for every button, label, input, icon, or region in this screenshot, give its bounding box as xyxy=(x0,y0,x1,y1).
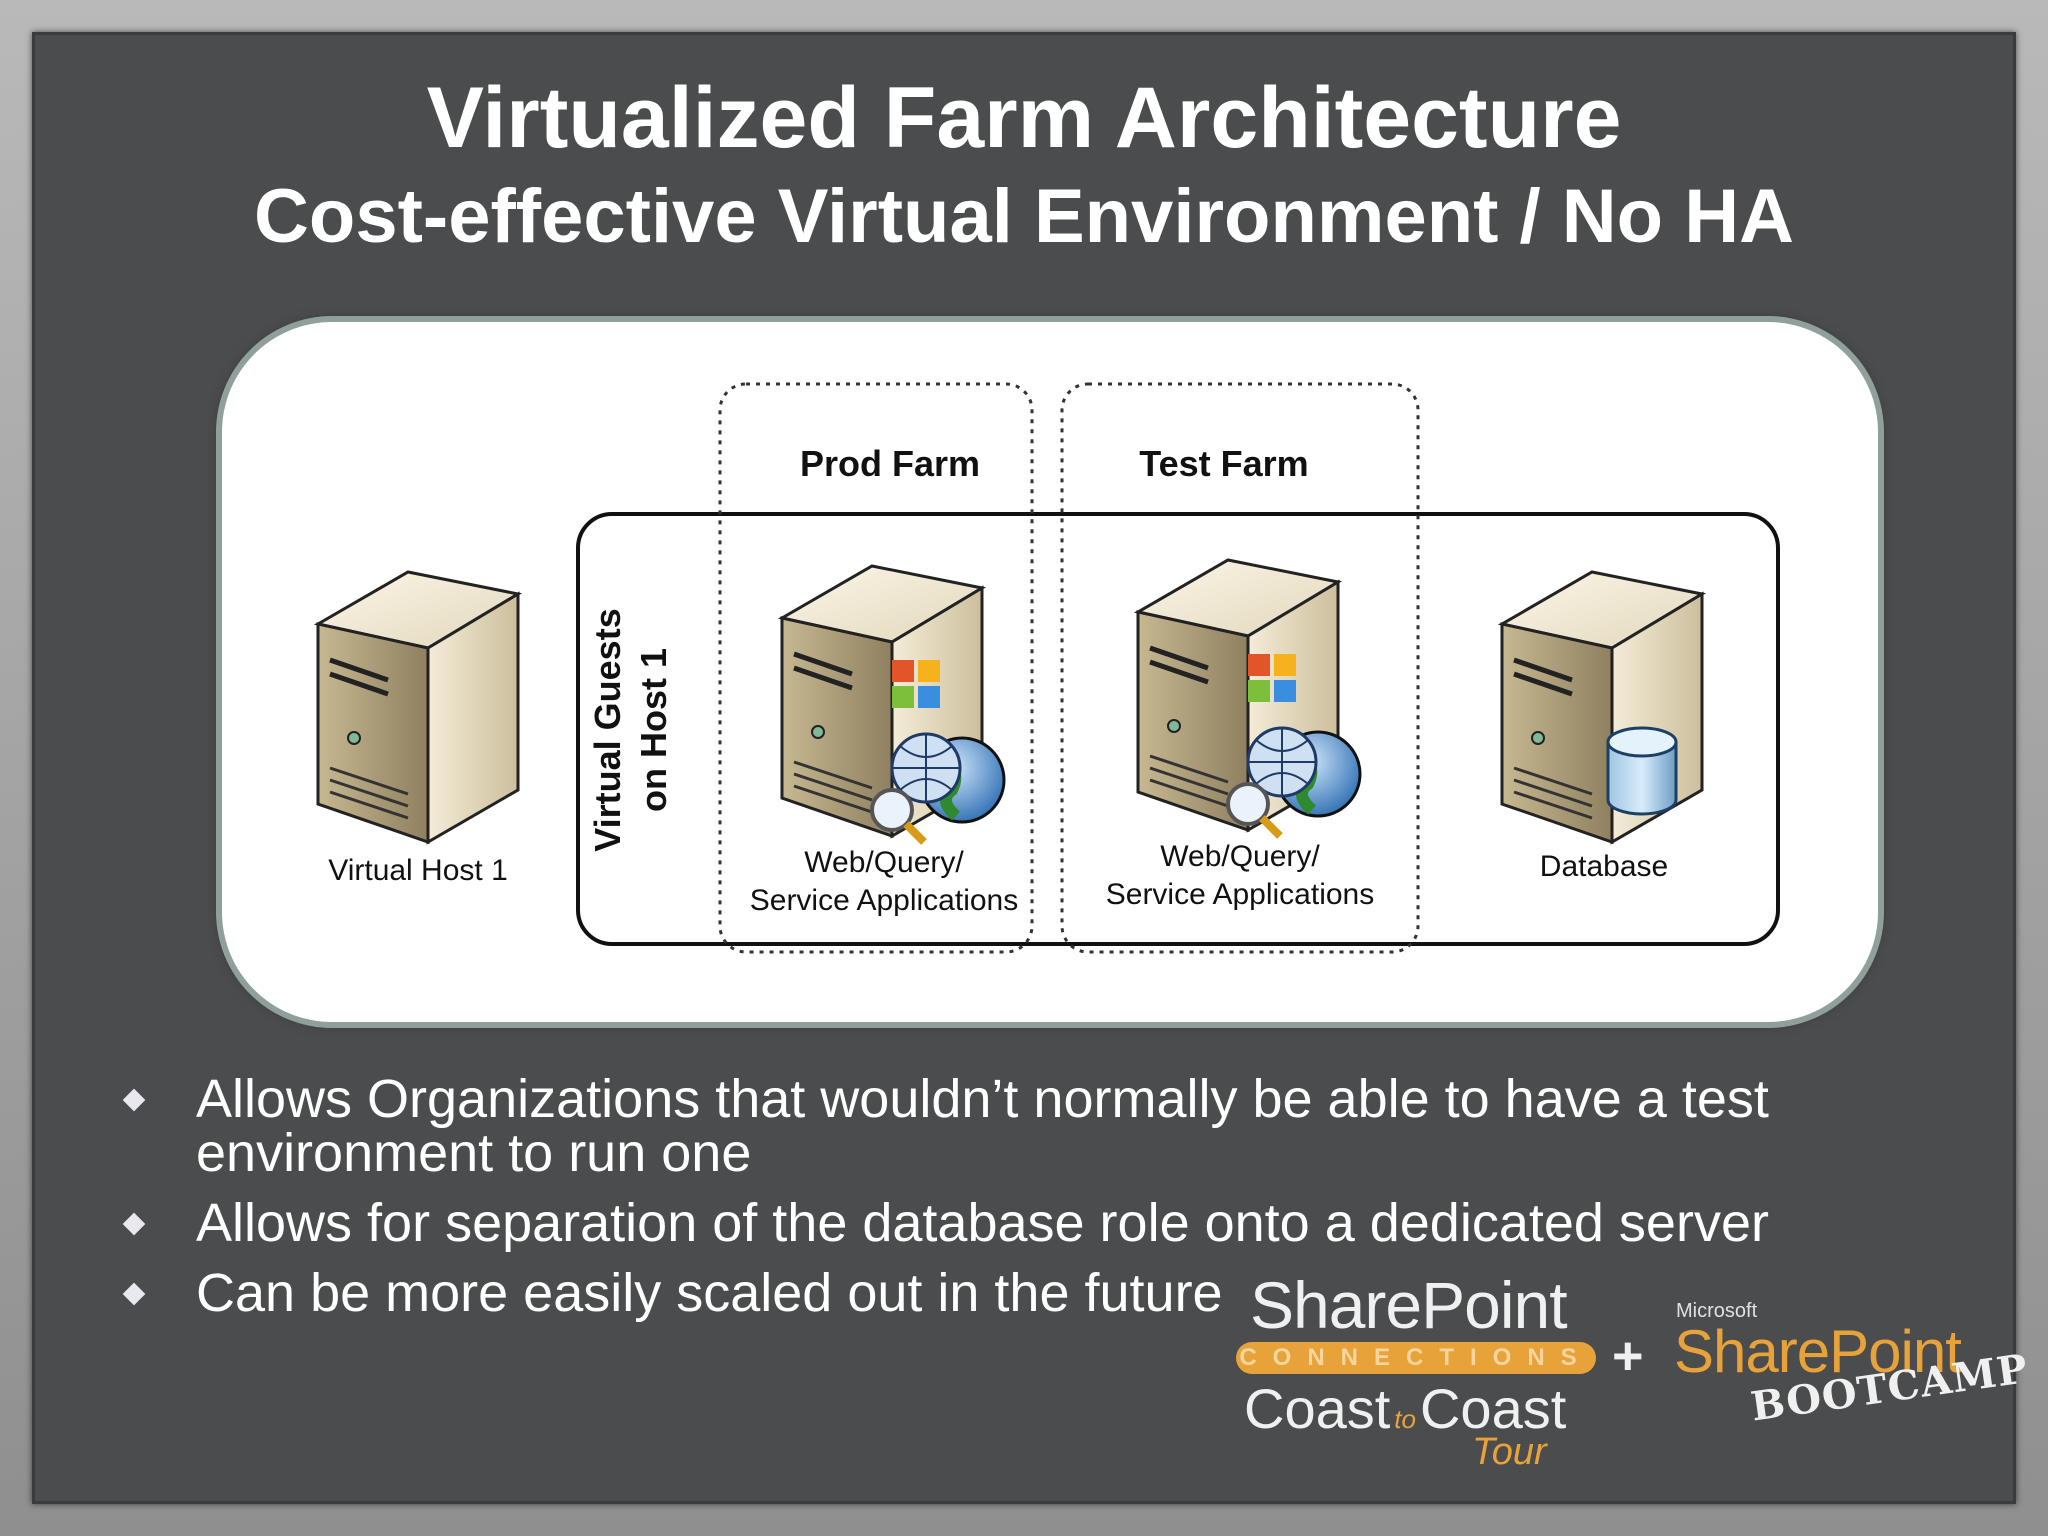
virtual-guests-label-line2: on Host 1 xyxy=(633,648,674,812)
prod-farm-box xyxy=(718,382,1034,954)
spc-logo-tour: Tour xyxy=(1472,1431,1547,1473)
diamond-bullet-icon xyxy=(122,1088,146,1112)
virtual-host-server-icon xyxy=(318,572,518,842)
virtual-guests-label: Virtual Guests on Host 1 xyxy=(587,608,674,851)
bootcamp-microsoft-label: Microsoft xyxy=(1676,1300,1758,1322)
spc-coast-left: Coast xyxy=(1244,1377,1391,1440)
database-cylinder-icon xyxy=(1606,726,1678,816)
diamond-bullet-icon xyxy=(122,1282,146,1306)
test-server-label-line2: Service Applications xyxy=(1106,878,1374,911)
slide-title: Virtualized Farm Architecture xyxy=(426,70,1622,166)
prod-server-icon xyxy=(782,566,1006,845)
globe-search-icon xyxy=(870,732,1006,845)
bullet-text: Can be more easily scaled out in the fut… xyxy=(196,1263,1223,1323)
spc-coast-to: to xyxy=(1394,1404,1416,1434)
office-logo-icon xyxy=(892,660,940,708)
slide-subtitle: Cost-effective Virtual Environment / No … xyxy=(254,174,1794,259)
prod-server-label-line2: Service Applications xyxy=(750,884,1018,917)
test-server-icon xyxy=(1138,560,1362,839)
test-farm-box xyxy=(1060,382,1420,954)
sharepoint-bootcamp-logo: Microsoft SharePoint BOOTCAMP xyxy=(1670,1300,2031,1470)
bullet-item: Allows for separation of the database ro… xyxy=(120,1196,1920,1250)
logo-plus-sign: + xyxy=(1612,1326,1644,1386)
bullet-item: Allows Organizations that wouldn’t norma… xyxy=(120,1072,1920,1180)
diagram-panel: Prod Farm Test Farm Virtual Guests on Ho… xyxy=(222,322,1878,1022)
globe-search-icon xyxy=(1226,726,1362,839)
bullet-item: Can be more easily scaled out in the fut… xyxy=(120,1266,1920,1320)
database-server-icon xyxy=(1502,572,1702,842)
test-farm-label: Test Farm xyxy=(1139,443,1308,484)
bullet-text: Allows for separation of the database ro… xyxy=(196,1193,1769,1253)
spc-logo-band: CONNECTIONS xyxy=(1236,1342,1596,1374)
database-label: Database xyxy=(1540,850,1668,883)
virtual-guests-container xyxy=(576,512,1780,946)
prod-server-label-line1: Web/Query/ xyxy=(804,846,964,879)
diamond-bullet-icon xyxy=(122,1212,146,1236)
bullet-list: Allows Organizations that wouldn’t norma… xyxy=(120,1072,1920,1336)
spc-coast-right: Coast xyxy=(1419,1377,1567,1440)
spc-logo-title: SharePoint xyxy=(1250,1268,1568,1342)
bootcamp-sharepoint-label: SharePoint xyxy=(1674,1318,1962,1385)
prod-farm-label: Prod Farm xyxy=(800,443,980,484)
bullet-text: Allows Organizations that wouldn’t norma… xyxy=(196,1069,1769,1183)
farm-architecture-diagram: Prod Farm Test Farm Virtual Guests on Ho… xyxy=(222,382,1782,958)
virtual-host-label: Virtual Host 1 xyxy=(328,854,508,887)
office-logo-icon xyxy=(1248,654,1296,702)
virtual-guests-label-line1: Virtual Guests xyxy=(587,608,628,851)
test-server-label-line1: Web/Query/ xyxy=(1160,840,1320,873)
